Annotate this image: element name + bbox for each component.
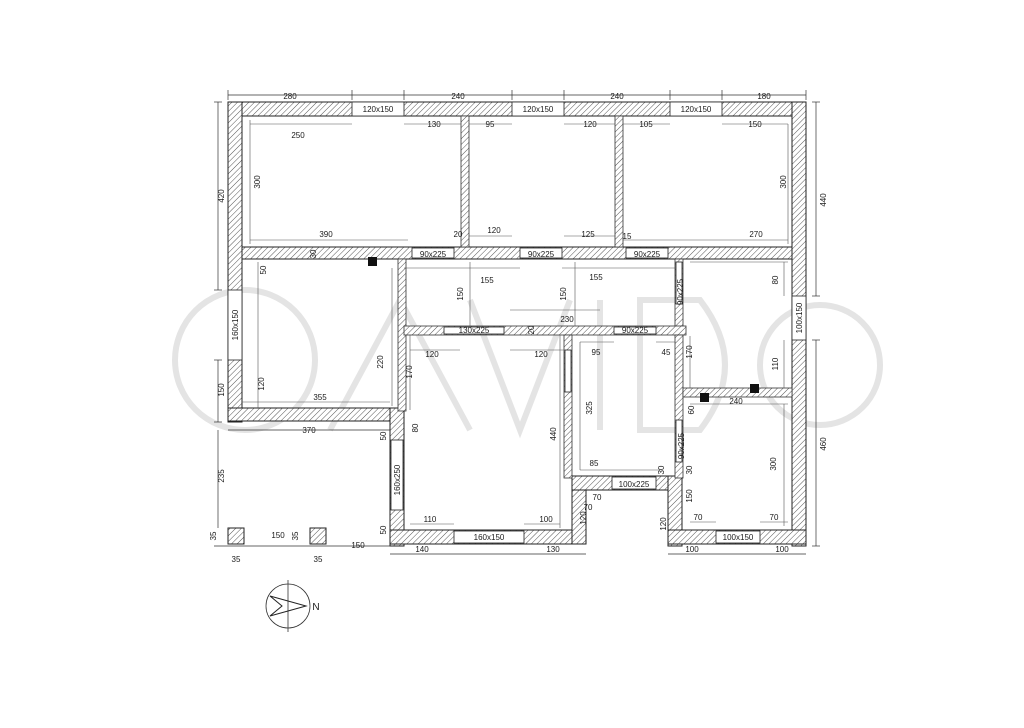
- porch-dim-370: 370: [302, 426, 316, 435]
- pier-dim-35-a: 35: [209, 531, 218, 540]
- room3-dim-125: 125: [581, 230, 595, 239]
- left-room-dim-355: 355: [313, 393, 327, 402]
- porch-dim-50-b: 50: [379, 525, 388, 534]
- hall-dim-150-b: 150: [559, 287, 568, 301]
- mid-dim-230: 230: [560, 315, 574, 324]
- room4-dim-150: 150: [748, 120, 762, 129]
- left-dim-150: 150: [217, 383, 226, 397]
- right-room-dim-120: 120: [659, 517, 668, 531]
- north-arrow: [265, 580, 311, 632]
- left-dim-420: 420: [217, 189, 226, 203]
- room3-dim-105: 105: [639, 120, 653, 129]
- window-label-1: 120x150: [363, 105, 394, 114]
- door-90x225-vertical: 90x225: [676, 278, 685, 305]
- hall-dim-110: 110: [424, 515, 437, 524]
- bath-dim-95: 95: [592, 348, 601, 357]
- door-90x225-e: 90x225: [677, 432, 686, 459]
- left-window-160x150: 160x150: [231, 309, 240, 340]
- compass-north-label: N: [312, 602, 319, 613]
- top-dim-180: 180: [757, 92, 771, 101]
- right-room-dim-80: 80: [771, 275, 780, 284]
- hall-dim-155-a: 155: [480, 276, 494, 285]
- door-90x225-b: 90x225: [528, 250, 555, 259]
- left-room-dim-120: 120: [257, 377, 266, 391]
- door-90x225-a: 90x225: [420, 250, 447, 259]
- bottom-dim-100-b: 100: [775, 545, 789, 554]
- pier-dim-150-b: 150: [351, 541, 365, 550]
- left-dim-235: 235: [217, 469, 226, 483]
- door-90x225-d: 90x225: [622, 326, 649, 335]
- hall-dim-440: 440: [549, 427, 558, 441]
- door-90x225-c: 90x225: [634, 250, 661, 259]
- right-room-dim-70-a: 70: [584, 503, 593, 512]
- bath-dim-325: 325: [585, 401, 594, 415]
- room2-dim-120: 120: [487, 226, 501, 235]
- exterior-walls: [227, 101, 807, 547]
- room4-dim-270: 270: [749, 230, 763, 239]
- window-label-2: 120x150: [523, 105, 554, 114]
- pier-dim-35-b: 35: [291, 531, 300, 540]
- piers: [227, 527, 327, 545]
- bottom-dim-100-a: 100: [685, 545, 699, 554]
- right-room-dim-110: 110: [771, 357, 780, 370]
- room4-dim-300: 300: [779, 175, 788, 189]
- window-label-3: 120x150: [681, 105, 712, 114]
- entry-dim-80: 80: [411, 423, 420, 432]
- hall-dim-155-b: 155: [589, 273, 603, 282]
- room1-dim-300: 300: [253, 175, 262, 189]
- top-dim-280: 280: [283, 92, 297, 101]
- hall-dim-150-a: 150: [456, 287, 465, 301]
- room1-dim-30: 30: [309, 249, 318, 258]
- dimension-lines: [214, 90, 820, 555]
- bath-dim-45: 45: [662, 348, 671, 357]
- door-100x225: 100x225: [619, 480, 650, 489]
- notch-dim-70: 70: [593, 493, 602, 502]
- top-dim-240-a: 240: [451, 92, 465, 101]
- bottom-dim-140: 140: [415, 545, 429, 554]
- left-room-dim-220: 220: [376, 355, 385, 369]
- hall-dim-170: 170: [405, 365, 414, 379]
- hall-dim-120-b: 120: [534, 350, 548, 359]
- right-dim-440: 440: [819, 193, 828, 207]
- bath-dim-85: 85: [590, 459, 599, 468]
- right-room-dim-240: 240: [729, 397, 743, 406]
- notch-dim-30-a: 30: [657, 465, 666, 474]
- mid-dim-20: 20: [527, 325, 536, 334]
- porch-dim-50-a: 50: [379, 431, 388, 440]
- room3-dim-15: 15: [623, 232, 632, 241]
- pier-dim-35-d: 35: [314, 555, 323, 564]
- room1-dim-390: 390: [319, 230, 333, 239]
- room3-dim-120: 120: [583, 120, 597, 129]
- pier-dim-150-a: 150: [271, 531, 285, 540]
- notch-dim-120: 120: [579, 511, 588, 525]
- right-room-dim-70-b: 70: [770, 513, 779, 522]
- right-dim-460: 460: [819, 437, 828, 451]
- door-130x225: 130x225: [459, 326, 490, 335]
- notch-dim-30-b: 30: [685, 465, 694, 474]
- hall-dim-100: 100: [539, 515, 553, 524]
- room2-dim-95: 95: [486, 120, 495, 129]
- room2-dim-130: 130: [427, 120, 441, 129]
- right-room-dim-170: 170: [685, 345, 694, 359]
- openings: [227, 101, 807, 544]
- dimension-labels: 280 240 240 180 120x150 120x150 120x150 …: [209, 92, 828, 613]
- bottom-window-160x150: 160x150: [474, 533, 505, 542]
- room2-dim-20: 20: [454, 230, 463, 239]
- pier-dim-35-c: 35: [232, 555, 241, 564]
- room1-dim-250: 250: [291, 131, 305, 140]
- right-window-100x150: 100x150: [795, 302, 804, 333]
- left-room-dim-50: 50: [259, 265, 268, 274]
- top-dim-240-b: 240: [610, 92, 624, 101]
- entry-door-160x250: 160x250: [393, 464, 402, 495]
- right-room-dim-300: 300: [769, 457, 778, 471]
- bottom-window-100x150: 100x150: [723, 533, 754, 542]
- right-room-dim-150: 150: [685, 489, 694, 503]
- notch-dim-70-b: 70: [694, 513, 703, 522]
- columns: [368, 257, 759, 402]
- bottom-dim-130: 130: [546, 545, 560, 554]
- hall-dim-120-a: 120: [425, 350, 439, 359]
- right-room-dim-60: 60: [687, 405, 696, 414]
